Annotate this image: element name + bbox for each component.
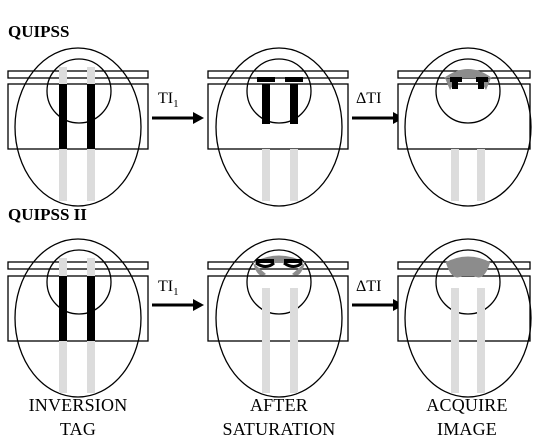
quipss-ii-arrow-ti1: TI1: [152, 278, 204, 311]
quipss-ii-panel-inversion-tag: [7, 238, 149, 398]
caption-acquire-image: ACQUIRE IMAGE: [426, 395, 507, 439]
quipss-arrow-delta-ti: ΔTI: [352, 90, 404, 124]
arrow-label: ΔTI: [356, 90, 381, 107]
quipss-ii-arrow-delta-ti: ΔTI: [352, 278, 404, 311]
quipss-panel-inversion-tag: [7, 47, 149, 207]
caption-line: SATURATION: [222, 419, 335, 439]
caption-line: INVERSION: [29, 395, 128, 415]
section-title-quipss: QUIPSS: [8, 22, 69, 41]
quipss-panel-after-saturation: [207, 47, 349, 207]
caption-line: IMAGE: [437, 419, 497, 439]
arrow-label: TI1: [158, 278, 179, 298]
caption-line: TAG: [60, 419, 96, 439]
quipss-panel-acquire-image: [397, 47, 532, 207]
arrow-label: ΔTI: [356, 278, 381, 295]
caption-line: AFTER: [250, 395, 308, 415]
arrow-label: TI1: [158, 90, 179, 110]
quipss-arrow-ti1: TI1: [152, 90, 204, 124]
quipss-ii-panel-after-saturation: [207, 238, 349, 398]
quipss-ii-panel-acquire-image: [397, 238, 532, 398]
caption-after-saturation: AFTER SATURATION: [222, 395, 335, 439]
caption-line: ACQUIRE: [426, 395, 507, 415]
caption-inversion-tag: INVERSION TAG: [29, 395, 128, 439]
section-title-quipss-ii: QUIPSS II: [8, 205, 87, 224]
